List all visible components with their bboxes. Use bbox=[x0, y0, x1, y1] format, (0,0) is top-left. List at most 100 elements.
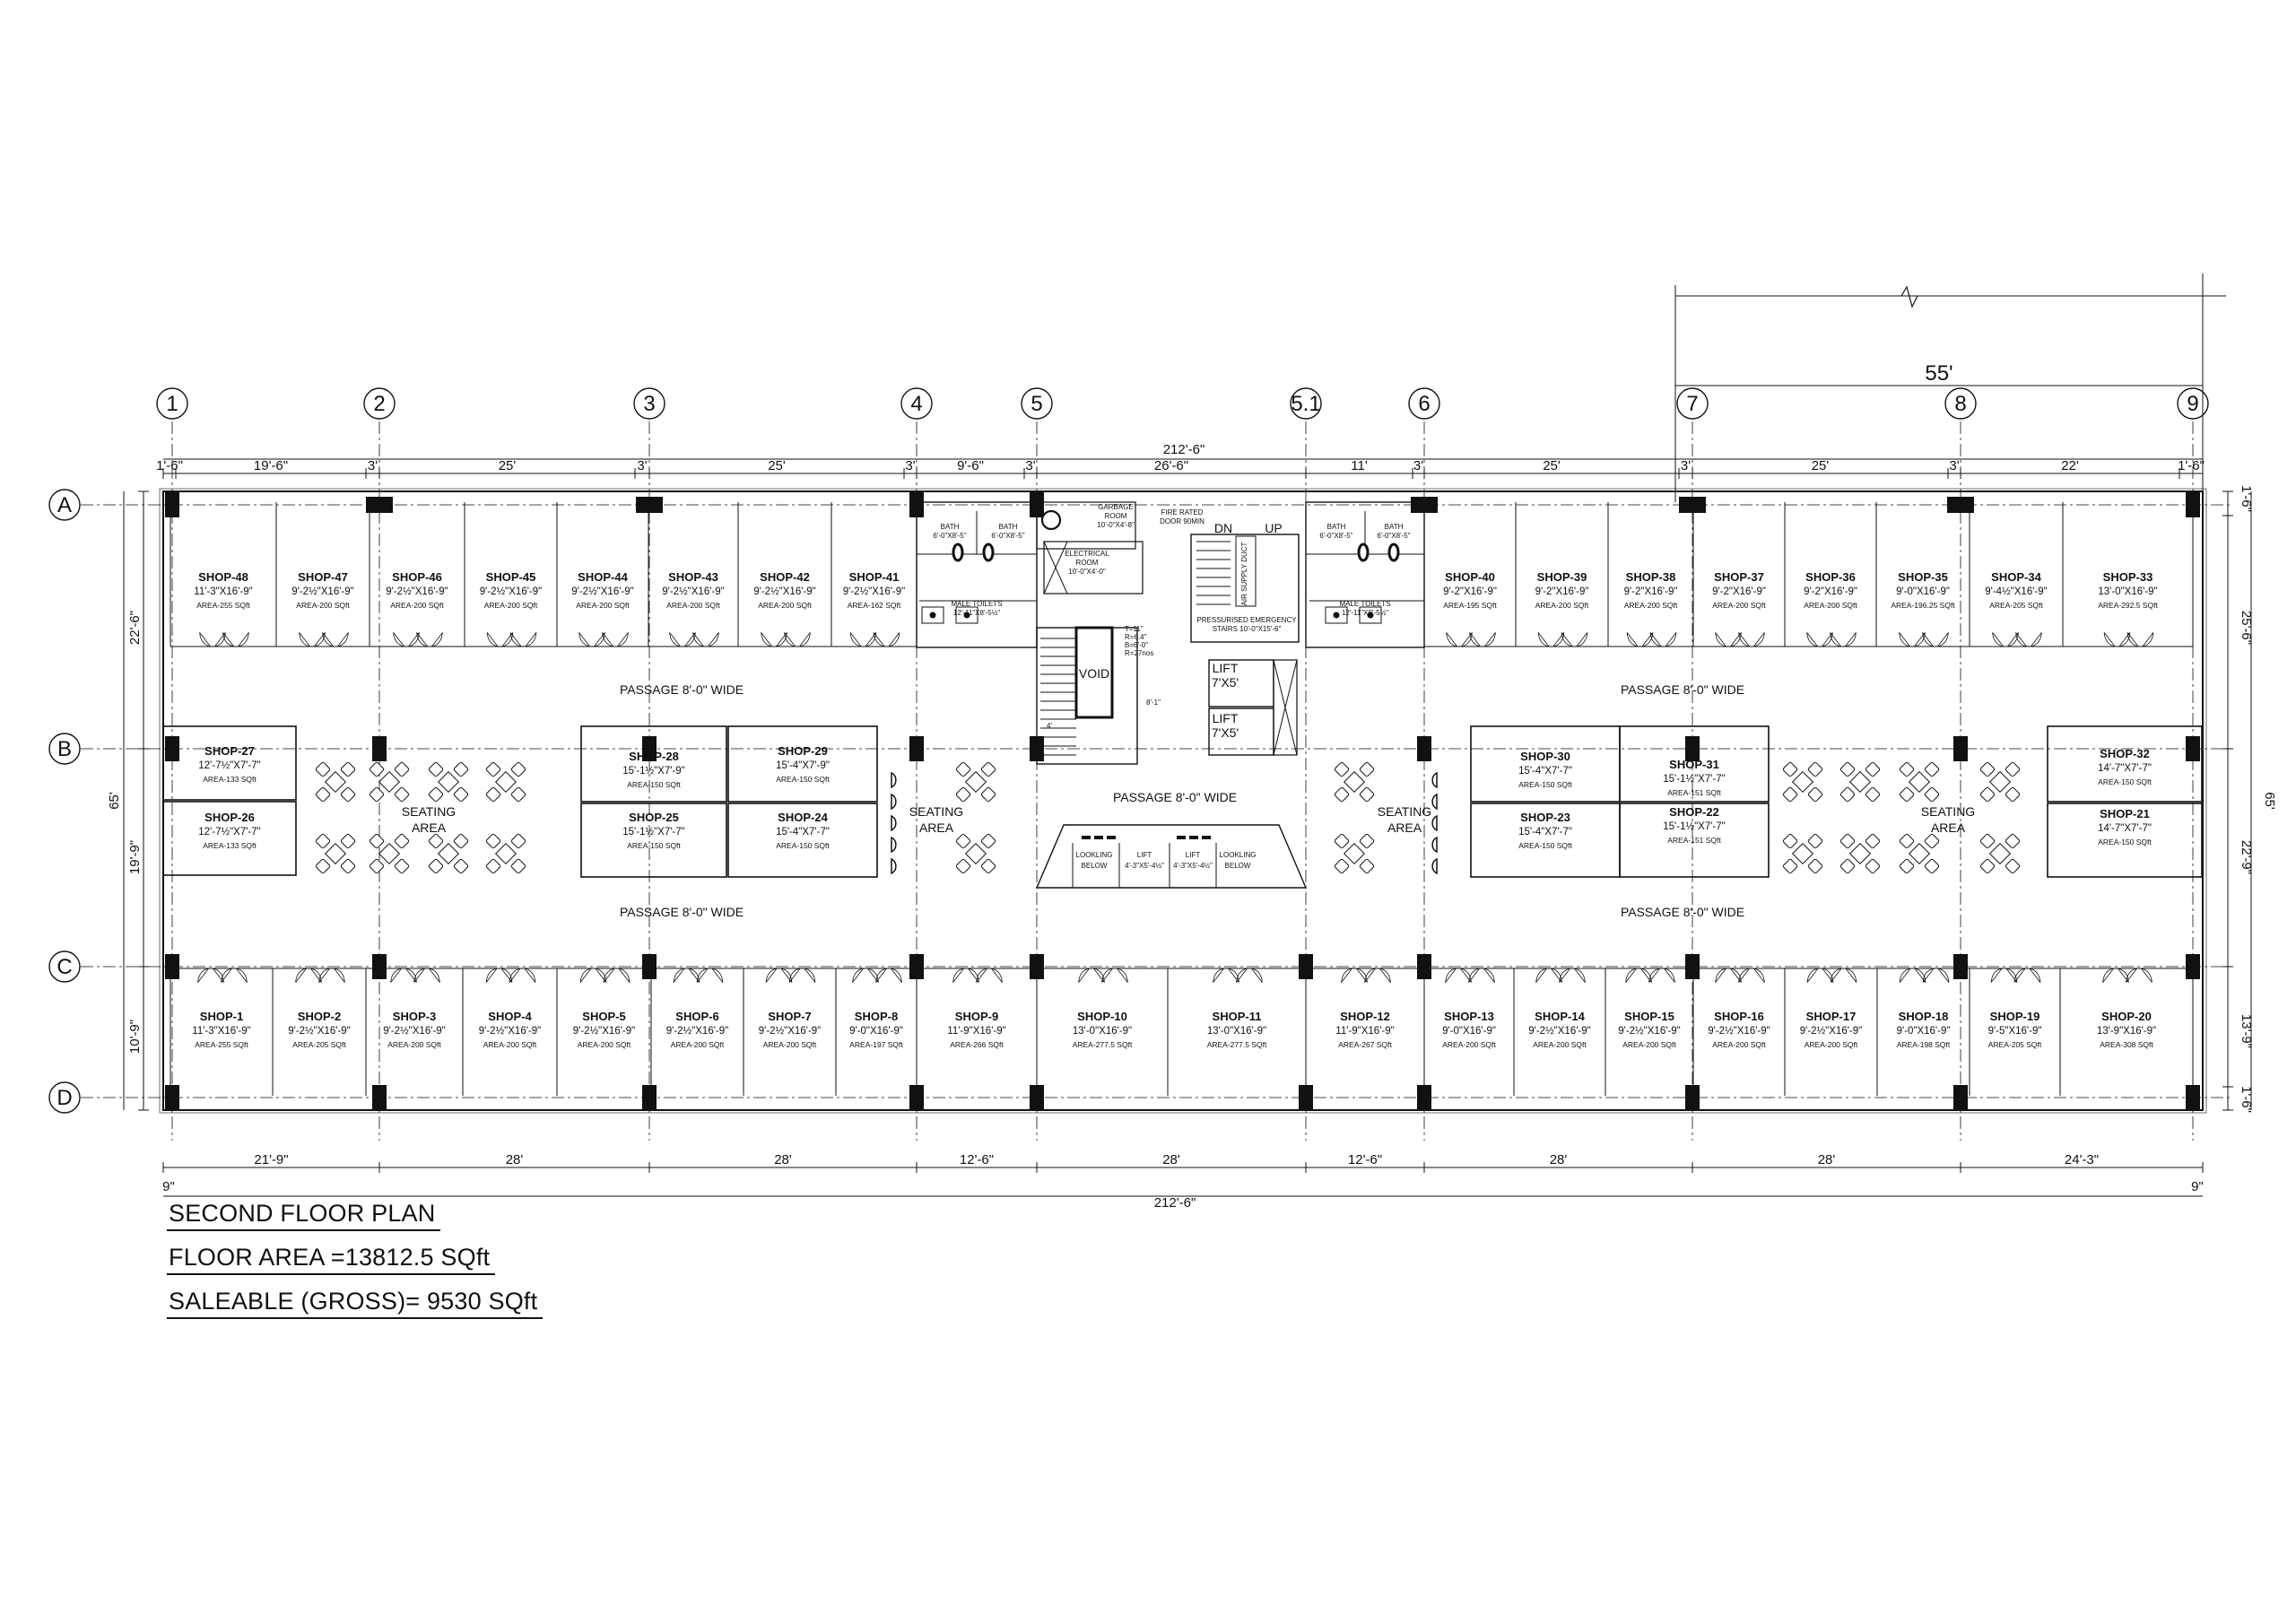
door-swing bbox=[2102, 968, 2114, 983]
chair bbox=[340, 833, 356, 849]
table-set bbox=[1899, 833, 1940, 874]
column bbox=[372, 736, 387, 761]
door-swing bbox=[692, 632, 704, 647]
door-swing bbox=[2005, 968, 2018, 983]
kiosk-wall bbox=[1619, 803, 1770, 878]
chair bbox=[315, 786, 331, 803]
door-swing bbox=[322, 632, 334, 647]
air-duct-label: AIR SUPPLY DUCT bbox=[1240, 542, 1248, 605]
shop-size: 15'-4"X7'-9" bbox=[776, 760, 830, 771]
shop-size: 11'-9"X16'-9" bbox=[1335, 1026, 1394, 1037]
grid-bubble-A bbox=[48, 489, 81, 521]
grid-label-4: 4 bbox=[910, 392, 922, 416]
shop-size: 9'-2"X16'-9" bbox=[1535, 586, 1589, 597]
door-swing bbox=[602, 632, 613, 647]
door-swing bbox=[2031, 632, 2042, 647]
door-swing bbox=[2029, 968, 2041, 983]
shop-size: 9'-2½"X16'-9" bbox=[386, 586, 448, 597]
garbage-room bbox=[1036, 501, 1136, 550]
door-swing bbox=[1537, 632, 1550, 647]
column bbox=[2186, 954, 2200, 979]
toilet-block-right bbox=[1305, 501, 1425, 648]
shop-name: SHOP-33 bbox=[2103, 570, 2153, 584]
shop-area: AREA-150 SQft bbox=[2098, 838, 2152, 846]
grid-bubble-D bbox=[48, 1081, 81, 1114]
door-swing bbox=[1649, 632, 1662, 647]
grid-bubble-8 bbox=[1944, 387, 1977, 420]
door-swing bbox=[486, 632, 499, 647]
shop-area: AREA-151 SQft bbox=[1667, 836, 1721, 845]
shop-size: 11'-3"X16'-9" bbox=[194, 586, 252, 597]
grid-label-C: C bbox=[57, 955, 72, 979]
shop-name: SHOP-19 bbox=[1990, 1010, 2040, 1023]
shop-size: 9'-2½"X16'-9" bbox=[480, 586, 542, 597]
shop-area: AREA-200 SQft bbox=[758, 601, 812, 610]
door-swing bbox=[684, 632, 696, 647]
0.8 bbox=[1043, 541, 1068, 595]
shop-size: 11'-3"X16'-9" bbox=[192, 1026, 250, 1037]
chair bbox=[1782, 833, 1798, 849]
shop-size: 9'-2½"X16'-9" bbox=[1708, 1026, 1770, 1037]
dim-bottom-segment: 28' bbox=[506, 1152, 524, 1167]
kiosk-wall bbox=[162, 725, 297, 801]
door-swing bbox=[1356, 968, 1368, 983]
tread-mark bbox=[1177, 836, 1186, 839]
table bbox=[378, 770, 401, 794]
chair bbox=[453, 833, 469, 849]
0.8 bbox=[1273, 659, 1298, 756]
door-swing bbox=[799, 632, 811, 647]
chair bbox=[1979, 786, 1996, 803]
door-swing bbox=[1648, 968, 1660, 983]
shop-size: 13'-0"X16'-9" bbox=[2098, 586, 2157, 597]
tread-mark bbox=[1094, 836, 1103, 839]
chair bbox=[428, 786, 444, 803]
wc-icon bbox=[982, 542, 995, 562]
column bbox=[1030, 1085, 1044, 1110]
table bbox=[964, 770, 987, 794]
chair bbox=[1865, 786, 1881, 803]
shop-area: AREA-200 SQft bbox=[296, 601, 350, 610]
dimension-lines: 212'-6"1'-6"19'-6"3'25'3'25'3'9'-6"3'26'… bbox=[107, 273, 2277, 1211]
tread-mark bbox=[1107, 836, 1116, 839]
chair bbox=[1782, 786, 1798, 803]
shop-area: AREA-200 SQft bbox=[578, 1040, 631, 1049]
grid-bubble-7 bbox=[1676, 387, 1709, 420]
door-swing bbox=[1364, 968, 1376, 983]
chair bbox=[1979, 858, 1996, 874]
small-lift-label: LIFT bbox=[1137, 851, 1152, 859]
door-swing bbox=[578, 632, 590, 647]
column bbox=[2186, 492, 2200, 517]
shop-name: SHOP-23 bbox=[1520, 811, 1570, 824]
grid-label-9: 9 bbox=[2187, 392, 2198, 416]
lift-label: LIFT bbox=[1213, 711, 1239, 725]
chair bbox=[428, 833, 444, 849]
shop-area: AREA-267 SQft bbox=[1338, 1040, 1392, 1049]
dim-top-segment: 25' bbox=[1543, 458, 1561, 473]
door-swing bbox=[1484, 632, 1496, 647]
plan-title: SECOND FLOOR PLAN bbox=[167, 1200, 441, 1231]
shop-name: SHOP-34 bbox=[1991, 570, 2041, 584]
door-swing bbox=[1992, 632, 2004, 647]
door-swing bbox=[416, 632, 428, 647]
outer-wall bbox=[162, 490, 2204, 1111]
shop-area: AREA-200 SQft bbox=[1805, 1040, 1858, 1049]
grid-bubble-6 bbox=[1408, 387, 1440, 420]
shop-size: 9'-2½"X16'-9" bbox=[666, 1026, 728, 1037]
chair bbox=[510, 786, 526, 803]
door-swing bbox=[1559, 968, 1570, 983]
chair bbox=[453, 761, 469, 777]
shop-size: 15'-1½"X7'-7" bbox=[622, 827, 684, 838]
chair bbox=[428, 761, 444, 777]
looking-below-label-2: BELOW bbox=[1225, 862, 1251, 870]
kiosk-wall bbox=[2047, 725, 2203, 803]
table-set bbox=[485, 761, 526, 803]
chair bbox=[1807, 761, 1823, 777]
fire-door-label: FIRE RATED bbox=[1161, 508, 1204, 516]
door-swing bbox=[1899, 968, 1911, 983]
passage-label: PASSAGE 8'-0" WIDE bbox=[620, 682, 744, 697]
door-swing bbox=[1460, 968, 1472, 983]
electrical-room bbox=[1043, 541, 1144, 595]
dim-bottom-segment: 12'-6" bbox=[960, 1152, 994, 1167]
door-swing bbox=[1753, 968, 1765, 983]
shop-area: AREA-200 SQft bbox=[1712, 601, 1766, 610]
